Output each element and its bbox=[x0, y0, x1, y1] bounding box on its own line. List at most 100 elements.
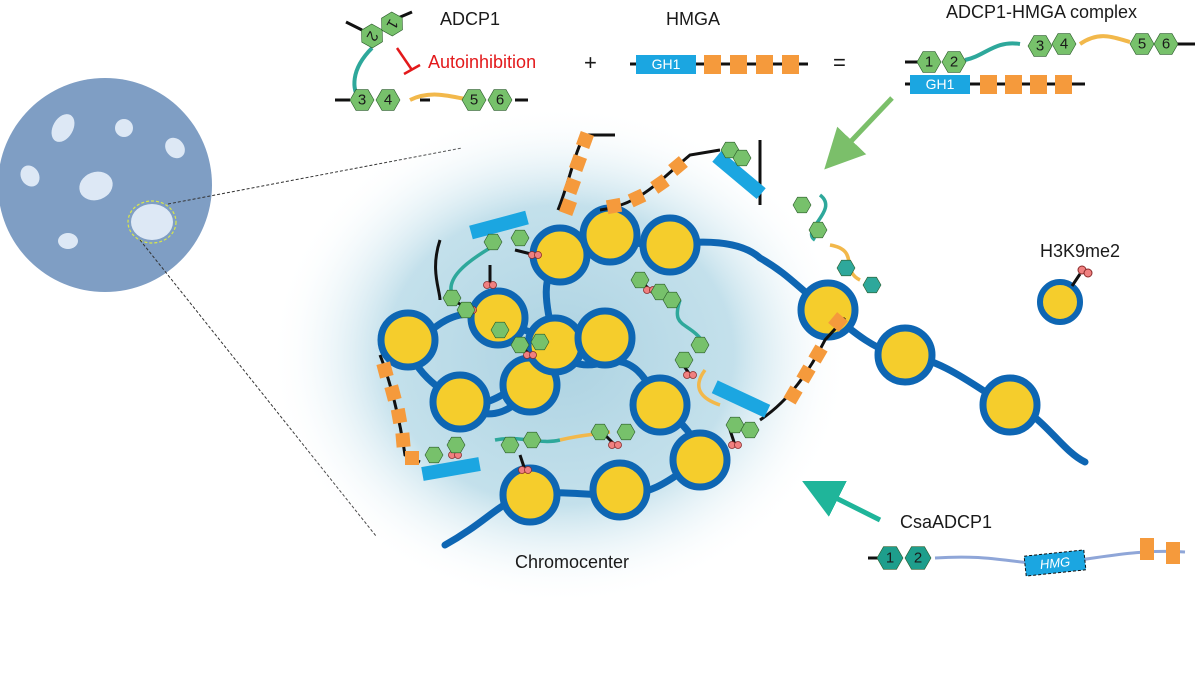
complex-domain-4: 4 bbox=[1051, 33, 1077, 55]
complex-domain-6-label: 6 bbox=[1162, 36, 1170, 53]
hmga-gh1-domain: GH1 bbox=[652, 56, 681, 72]
at-hook bbox=[576, 131, 594, 149]
csaadcp1-arrow bbox=[802, 481, 882, 523]
adcp1-hexagon bbox=[836, 259, 856, 277]
hmga-label: HMGA bbox=[666, 9, 720, 29]
at-hook bbox=[796, 364, 816, 384]
adcp1-hexagon bbox=[690, 336, 710, 354]
methyl-mark bbox=[608, 441, 622, 449]
methyl-mark bbox=[528, 251, 542, 259]
adcp1-hexagon bbox=[740, 421, 760, 439]
adcp1-hexagon bbox=[483, 233, 503, 251]
chromatin-bound-proteins bbox=[376, 131, 882, 481]
methyl-mark bbox=[728, 441, 742, 449]
complex-domain-4-label: 4 bbox=[1060, 36, 1068, 53]
adcp1-hexagon bbox=[808, 221, 828, 239]
nucleosome bbox=[979, 374, 1041, 436]
adcp1-hexagon bbox=[725, 416, 745, 434]
at-hook bbox=[627, 188, 647, 208]
adcp1-hmga-complex: GH1 bbox=[905, 34, 1195, 94]
complex-domain-1-label: 1 bbox=[925, 54, 933, 71]
adcp1-hexagon bbox=[446, 436, 466, 454]
at-hook bbox=[668, 156, 688, 176]
h3k9me2-nucleosome-legend bbox=[1037, 265, 1093, 325]
nucleosome bbox=[639, 214, 701, 276]
complex-domain-5: 5 bbox=[1129, 33, 1155, 55]
adcp1-hexagon bbox=[732, 149, 752, 167]
adcp1-label: ADCP1 bbox=[440, 9, 500, 29]
methyl-mark bbox=[518, 466, 532, 474]
csa-hmg-domain: HMG bbox=[1039, 554, 1071, 572]
adcp1-domain-5-label: 5 bbox=[470, 92, 478, 109]
adcp1-domain-3: 3 bbox=[349, 89, 375, 111]
adcp1-hexagon bbox=[510, 336, 530, 354]
csa-domain-1: 1 bbox=[876, 546, 904, 570]
adcp1-domain-1: 1 bbox=[381, 11, 403, 37]
adcp1-hexagon bbox=[424, 446, 444, 464]
at-hook bbox=[563, 177, 581, 195]
adcp1-hexagon bbox=[530, 333, 550, 351]
adcp1-domain-2: 2 bbox=[361, 23, 383, 49]
h3k9me2-label: H3K9me2 bbox=[1040, 241, 1120, 261]
at-hook bbox=[395, 432, 411, 448]
methyl-mark bbox=[683, 371, 697, 379]
csaadcp1-protein: HMG bbox=[868, 538, 1186, 577]
methyl-mark bbox=[483, 281, 497, 289]
adcp1-domain-5: 5 bbox=[461, 89, 487, 111]
at-hook bbox=[808, 344, 828, 364]
nucleosome bbox=[467, 287, 529, 349]
nucleosome bbox=[589, 459, 651, 521]
adcp1-domain-6-label: 6 bbox=[496, 92, 504, 109]
csa-domain-2-label: 2 bbox=[914, 550, 922, 567]
csa-domain-1-label: 1 bbox=[886, 550, 894, 567]
at-hook bbox=[605, 197, 623, 215]
nucleosome bbox=[669, 429, 731, 491]
nucleosome bbox=[377, 309, 439, 371]
adcp1-hexagon bbox=[442, 289, 462, 307]
adcp1-domain-4-label: 4 bbox=[384, 92, 392, 109]
nucleosome bbox=[574, 307, 636, 369]
at-hook bbox=[559, 198, 577, 216]
nucleosome bbox=[579, 204, 641, 266]
gh1-domain bbox=[469, 210, 529, 240]
at-hook bbox=[384, 384, 402, 402]
nucleus bbox=[0, 78, 212, 292]
adcp1-hexagon bbox=[862, 276, 882, 294]
gh1-domain bbox=[712, 150, 766, 200]
nucleosome bbox=[797, 279, 859, 341]
adcp1-hexagon bbox=[456, 301, 476, 319]
at-hook bbox=[376, 361, 394, 379]
autoinhibition-label: Autoinhibition bbox=[428, 52, 536, 72]
adcp1-hexagon bbox=[674, 351, 694, 369]
at-hook bbox=[390, 407, 408, 425]
complex-domain-2: 2 bbox=[941, 51, 967, 73]
adcp1-hexagon bbox=[590, 423, 610, 441]
adcp1-hexagon bbox=[500, 436, 520, 454]
csaadcp1-label: CsaADCP1 bbox=[900, 512, 992, 532]
hmga-protein: GH1 bbox=[630, 55, 808, 74]
nucleosome bbox=[499, 464, 561, 526]
csa-domain-2: 2 bbox=[904, 546, 932, 570]
complex-arrow bbox=[824, 96, 894, 170]
csa-at-hook bbox=[1140, 538, 1154, 560]
complex-domain-2-label: 2 bbox=[950, 54, 958, 71]
nucleosome bbox=[629, 374, 691, 436]
at-hook bbox=[569, 154, 587, 172]
adcp1-domain-3-label: 3 bbox=[358, 92, 366, 109]
adcp1-hexagon bbox=[630, 271, 650, 289]
adcp1-hexagon bbox=[522, 431, 542, 449]
chromocenter-label: Chromocenter bbox=[515, 552, 629, 572]
autoinhibition-symbol bbox=[395, 47, 421, 76]
nucleosome bbox=[874, 324, 936, 386]
methyl-mark bbox=[523, 351, 537, 359]
adcp1-hexagon bbox=[510, 229, 530, 247]
adcp1-domain-6: 6 bbox=[487, 89, 513, 111]
chromocenter-spot bbox=[131, 204, 173, 240]
gh1-domain bbox=[711, 380, 771, 418]
complex-domain-1: 1 bbox=[916, 51, 942, 73]
complex-domain-6: 6 bbox=[1153, 33, 1179, 55]
adcp1-hexagon bbox=[616, 423, 636, 441]
adcp1-domain-4: 4 bbox=[375, 89, 401, 111]
complex-label: ADCP1-HMGA complex bbox=[946, 2, 1137, 22]
